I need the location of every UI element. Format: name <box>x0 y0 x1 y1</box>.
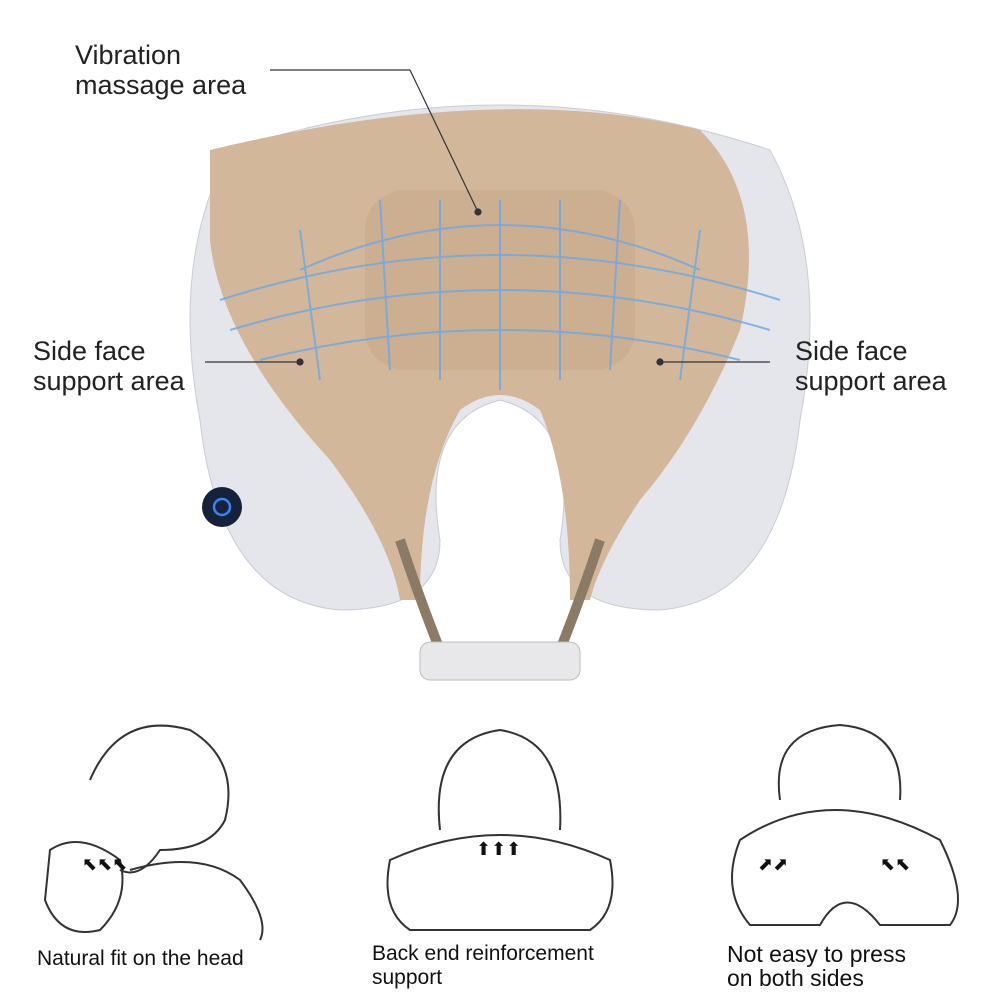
label-line: support area <box>795 366 947 396</box>
vibration-mesh <box>219 199 781 390</box>
leader-lines <box>205 69 770 366</box>
pressure-arrows: ⬉⬉⬉ ⬆⬆⬆ ⬈⬈ ⬉⬉ <box>82 839 910 874</box>
label-side-right: Side face support area <box>795 336 947 396</box>
svg-text:⬉⬉: ⬉⬉ <box>880 854 910 874</box>
label-vibration: Vibration massage area <box>75 40 246 100</box>
power-button <box>202 487 242 527</box>
strap <box>395 538 605 652</box>
sketch-back-head <box>386 728 614 931</box>
buckle <box>419 641 581 681</box>
label-line: support area <box>33 366 185 396</box>
sketch-side-head <box>43 724 264 941</box>
caption-line: Back end reinforcement <box>372 942 594 965</box>
caption-3: Not easy to press on both sides <box>727 942 906 990</box>
label-line: Side face <box>33 336 146 366</box>
svg-text:⬆⬆⬆: ⬆⬆⬆ <box>476 839 521 859</box>
caption-line: support <box>372 966 443 989</box>
label-line: Side face <box>795 336 908 366</box>
caption-line: on both sides <box>727 965 864 991</box>
label-line: Vibration <box>75 40 182 70</box>
caption-line: Natural fit on the head <box>37 947 244 970</box>
caption-2: Back end reinforcement support <box>372 942 594 990</box>
label-line: massage area <box>75 70 247 100</box>
caption-line: Not easy to press <box>727 941 906 967</box>
svg-text:⬉⬉⬉: ⬉⬉⬉ <box>82 854 127 874</box>
sketch-front-head <box>731 723 959 926</box>
caption-1: Natural fit on the head <box>37 947 244 971</box>
svg-text:⬈⬈: ⬈⬈ <box>758 854 788 874</box>
power-icon <box>212 497 232 517</box>
label-side-left: Side face support area <box>33 336 185 396</box>
